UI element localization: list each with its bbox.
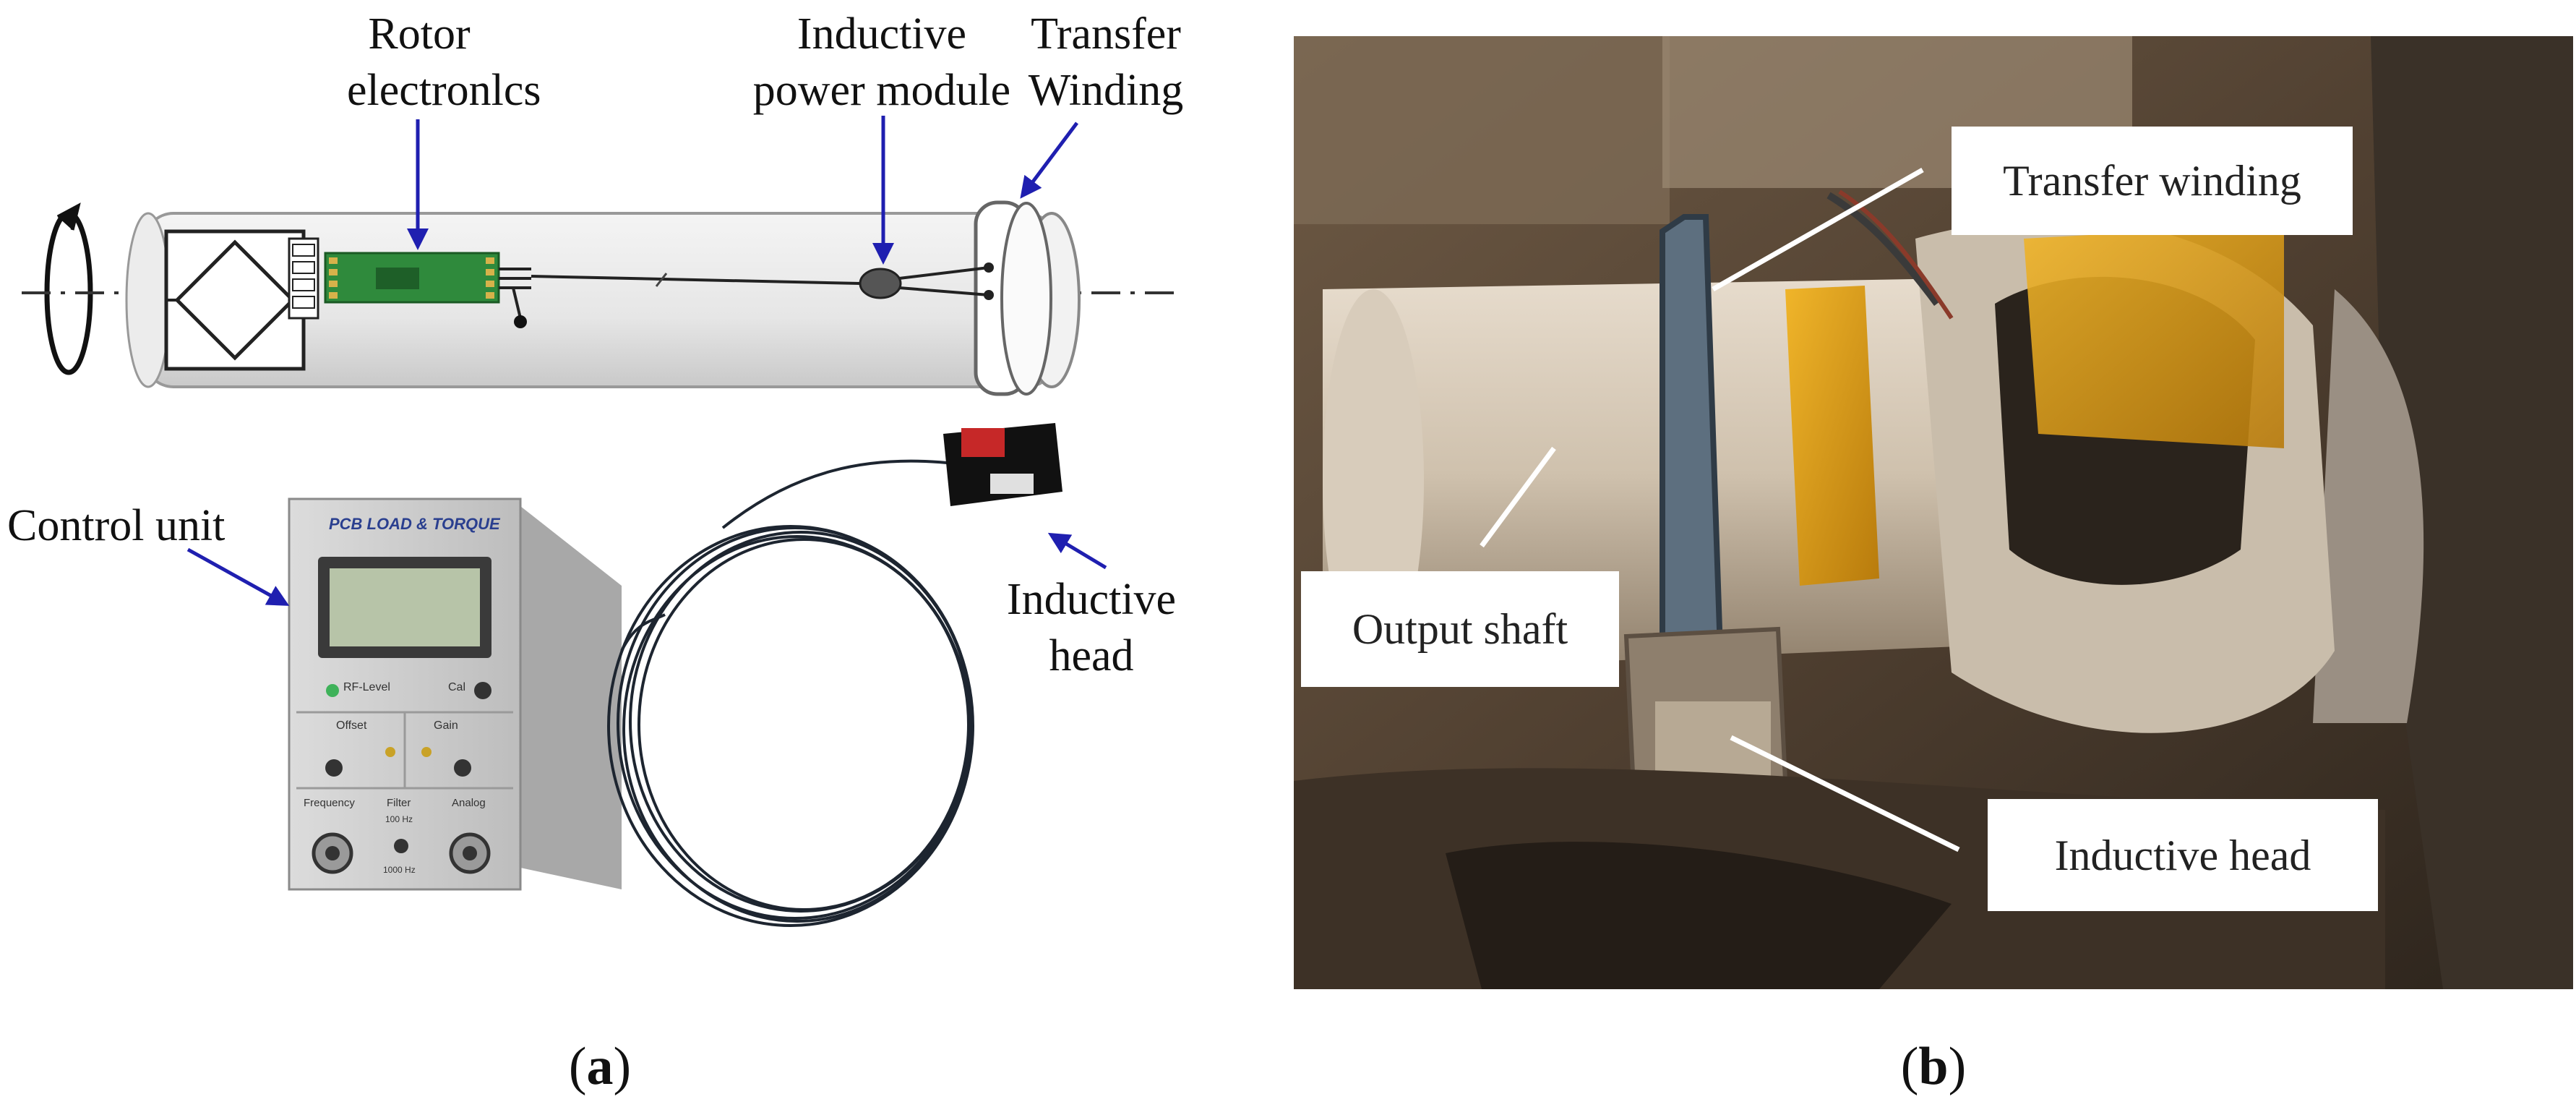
device-filter: Filter	[387, 797, 411, 809]
arrow-transfer-winding	[1020, 121, 1078, 199]
device-frequency: Frequency	[304, 797, 355, 809]
head-label-line2: head	[1049, 631, 1134, 680]
coiled-cable	[607, 459, 974, 927]
label-control-unit: Control unit	[7, 501, 226, 550]
device-brand: PCB LOAD & TORQUE	[329, 515, 500, 533]
arrow-control-unit	[186, 547, 290, 606]
pointer-inductive-head	[1730, 735, 1960, 853]
strain-gauge-bridge	[164, 229, 319, 371]
device-analog: Analog	[452, 797, 486, 809]
device-rf-level: RF-Level	[343, 681, 390, 693]
arrow-inductive-head	[1047, 532, 1107, 570]
device-offset: Offset	[336, 719, 367, 732]
head-label-line1: Inductive	[1006, 575, 1177, 624]
transfer-label-line1: Transfer	[1031, 9, 1181, 59]
caption-b-letter: b	[1918, 1037, 1949, 1096]
label-transfer-winding-b: Transfer winding	[1952, 127, 2353, 235]
control-unit-device	[288, 497, 622, 891]
label-transfer-winding: Transfer Winding	[1012, 6, 1200, 119]
device-filter-100hz: 100 Hz	[385, 814, 413, 824]
label-output-shaft: Output shaft	[1301, 571, 1619, 687]
device-gain: Gain	[434, 719, 458, 732]
device-cal: Cal	[448, 681, 466, 693]
rotor-electronics-pcb	[324, 252, 531, 328]
inductive-head-device	[943, 423, 1062, 506]
caption-b: (b)	[1900, 1037, 1967, 1096]
label-inductive-head-b: Inductive head	[1988, 799, 2378, 911]
pointer-output-shaft	[1480, 446, 1556, 548]
rotor-label-line1: Rotor	[368, 9, 471, 59]
caption-a: (a)	[568, 1037, 632, 1096]
pointer-transfer-winding	[1712, 167, 1924, 292]
device-filter-1000hz: 1000 Hz	[383, 865, 416, 875]
label-inductive-head: Inductive head	[983, 571, 1200, 684]
transfer-label-line2: Winding	[1028, 66, 1184, 115]
inductive-power-module	[859, 268, 902, 299]
power-label-line1: Inductive	[797, 9, 967, 59]
power-label-line2: power module	[752, 66, 1011, 115]
caption-a-letter: a	[586, 1037, 614, 1096]
transfer-winding-ring	[974, 200, 1052, 396]
label-inductive-power-module: Inductive power module	[752, 6, 1012, 119]
